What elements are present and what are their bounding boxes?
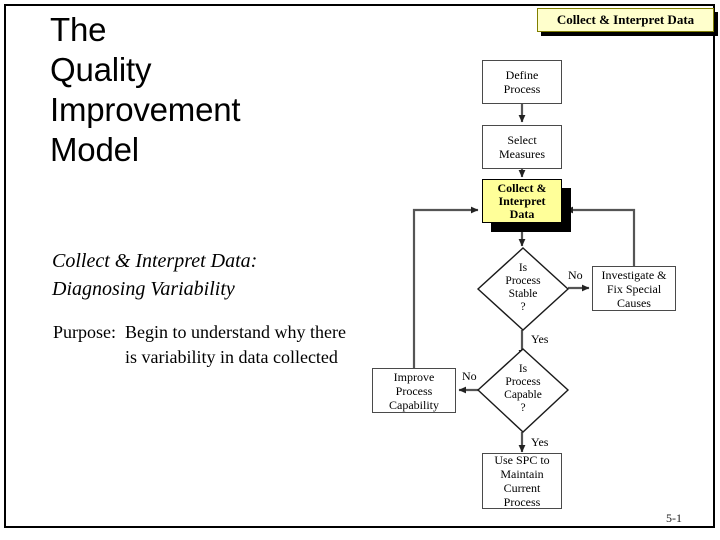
edge-label-stable-no: No [568,268,583,282]
edge-label-stable-yes: Yes [531,332,549,346]
page-title: The Quality Improvement Model [50,11,241,168]
flow-node-improve-process-capability-label: Improve Process Capability [389,369,439,412]
decision-is-process-capable-shape [476,348,570,433]
page-number: 5-1 [666,511,682,525]
slide-subtitle: Collect & Interpret Data: Diagnosing Var… [52,250,258,300]
flow-node-improve-process-capability[interactable]: Improve Process Capability [372,368,456,413]
flow-node-use-spc-label: Use SPC to Maintain Current Process [494,453,550,509]
flow-node-collect-box[interactable]: Collect & Interpret Data [482,179,562,223]
flow-node-collect-interpret-data[interactable]: Collect & Interpret Data [482,179,571,232]
section-banner-label: Collect & Interpret Data [537,8,714,32]
flow-node-select-measures-label: Select Measures [499,133,545,161]
purpose-row: Purpose: Begin to understand why there i… [53,320,353,370]
purpose-block: Purpose: Begin to understand why there i… [53,320,353,370]
purpose-label: Purpose: [53,322,116,342]
flow-node-use-spc[interactable]: Use SPC to Maintain Current Process [482,453,562,509]
flow-node-define-process-label: Define Process [503,68,541,96]
edge-label-capable-no: No [462,369,477,383]
flow-node-investigate-fix-special-causes[interactable]: Investigate & Fix Special Causes [592,266,676,311]
flow-node-is-process-stable-label: Is Process Stable ? [505,262,541,313]
purpose-text: Begin to understand why there is variabi… [125,322,346,367]
section-banner: Collect & Interpret Data [537,8,718,36]
flow-node-investigate-fix-special-causes-label: Investigate & Fix Special Causes [601,267,667,310]
flow-node-select-measures[interactable]: Select Measures [482,125,562,169]
flow-node-collect-interpret-data-label: Collect & Interpret Data [497,180,547,221]
decision-is-process-stable-shape [476,247,570,331]
flow-node-is-process-capable-label: Is Process Capable ? [504,363,542,414]
flow-node-define-process[interactable]: Define Process [482,60,562,104]
edge-label-capable-yes: Yes [531,435,549,449]
